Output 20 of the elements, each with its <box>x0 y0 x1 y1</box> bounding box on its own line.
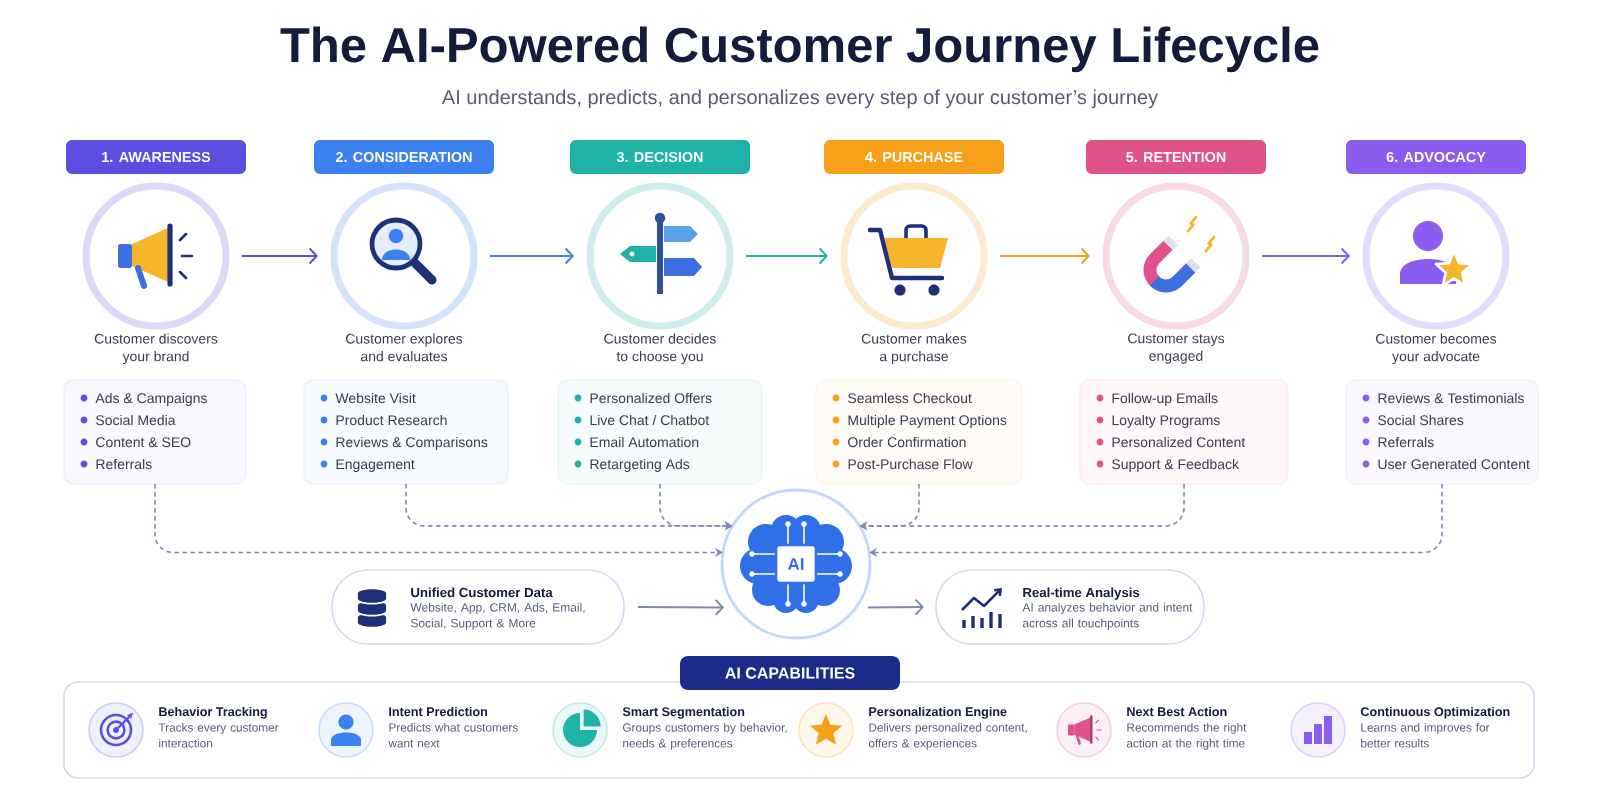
list-box <box>1345 379 1539 485</box>
arrow <box>637 598 725 616</box>
section-label: AI CAPABILITIES <box>680 656 900 690</box>
arrow <box>489 247 574 265</box>
dashed-arrow <box>869 483 1443 558</box>
list-box <box>1079 379 1289 485</box>
info-card <box>331 569 625 645</box>
arrow <box>999 247 1090 265</box>
arrow <box>241 247 318 265</box>
arrow <box>866 598 924 616</box>
info-card <box>935 569 1205 645</box>
list-box <box>815 379 1023 485</box>
title: The AI-Powered Customer Journey Lifecycle <box>280 26 1319 73</box>
list-box <box>303 379 509 485</box>
list-box <box>63 379 247 485</box>
chip-label: AI <box>774 543 818 585</box>
subtitle: AI understands, predicts, and personalizes every step of your customer’s journey <box>441 89 1159 109</box>
list-box <box>557 379 763 485</box>
arrow <box>1261 247 1350 265</box>
arrow <box>745 247 828 265</box>
